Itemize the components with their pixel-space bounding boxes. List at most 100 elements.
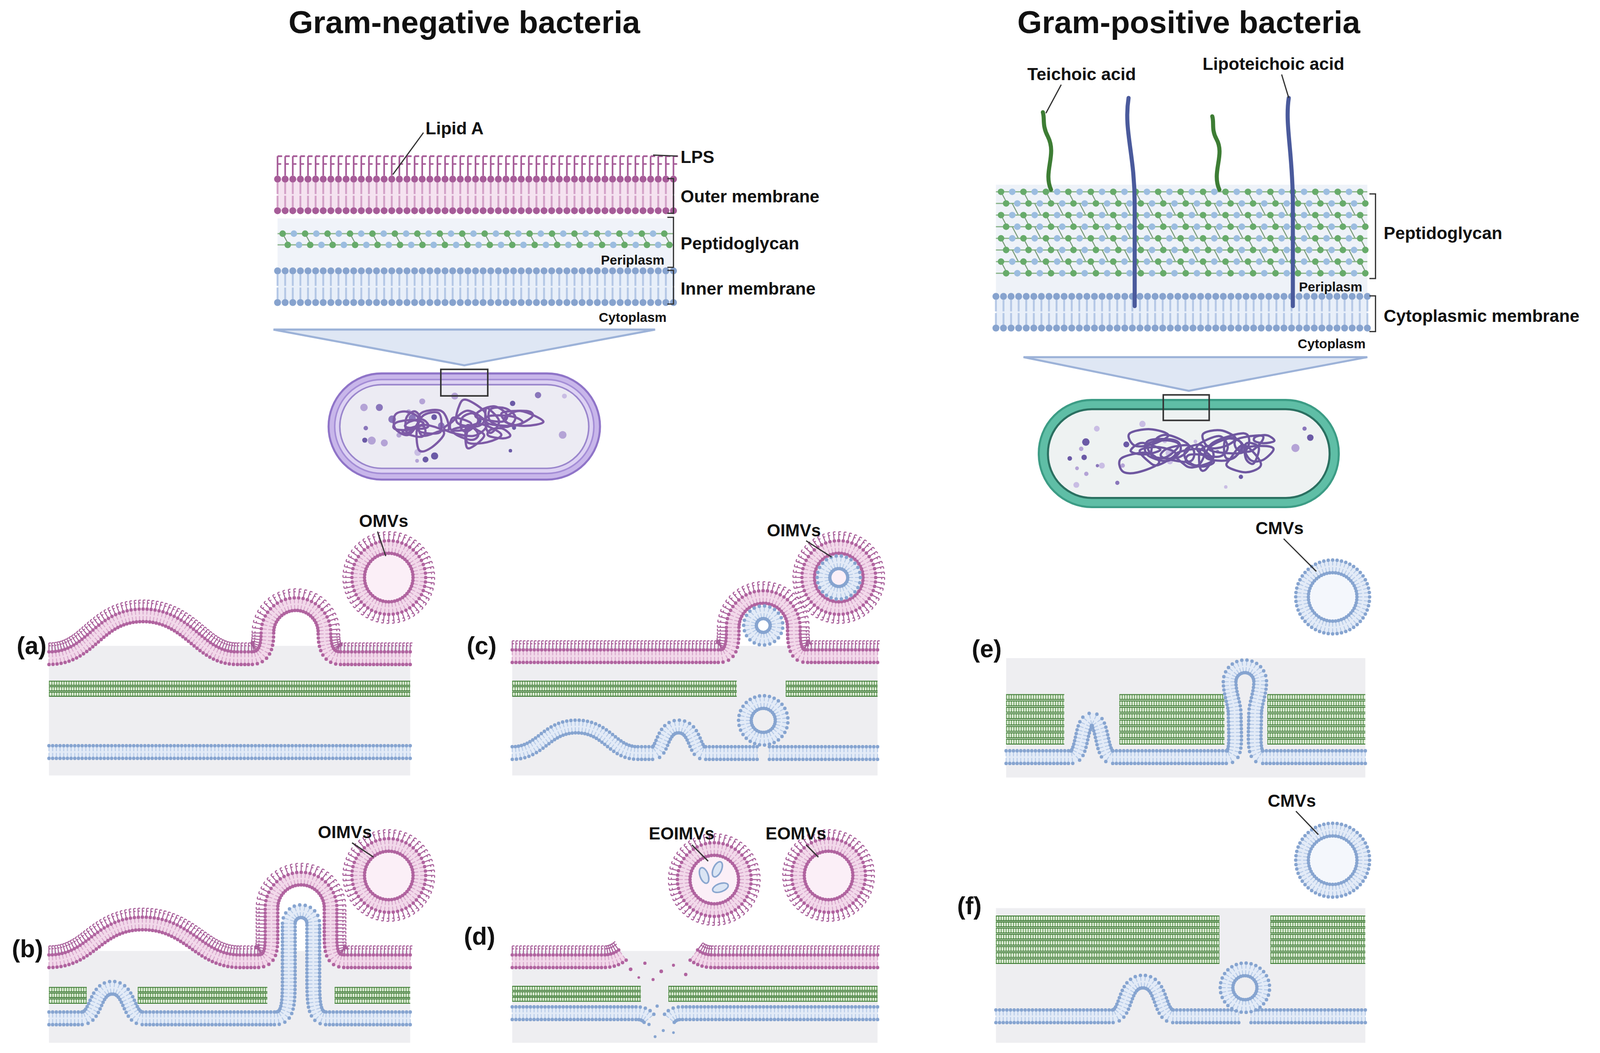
lipid-head bbox=[350, 207, 357, 214]
lipid-head bbox=[281, 175, 289, 183]
lipid-head bbox=[305, 756, 309, 761]
sugar-bead bbox=[436, 230, 444, 238]
lipid-head bbox=[1083, 324, 1091, 332]
sugar-bead bbox=[1076, 258, 1083, 266]
sugar-bead bbox=[1238, 269, 1246, 277]
sugar-bead bbox=[1177, 211, 1185, 219]
sugar-bead bbox=[638, 230, 646, 238]
lipid-head bbox=[342, 175, 350, 183]
lipid-head bbox=[84, 744, 88, 748]
lps-molecule bbox=[543, 156, 549, 176]
lipid-tail bbox=[294, 599, 295, 604]
lipid-head bbox=[125, 608, 129, 613]
lipid-head bbox=[235, 756, 239, 761]
lipid-head bbox=[110, 744, 114, 748]
sugar-bead bbox=[486, 241, 494, 249]
sugar-beads bbox=[284, 241, 673, 249]
lipid-head bbox=[624, 267, 632, 274]
lps-molecule bbox=[167, 604, 172, 612]
lipid-head bbox=[395, 175, 403, 183]
sugar-bead bbox=[1350, 246, 1358, 254]
lipid-head bbox=[72, 744, 77, 748]
lipid-head bbox=[388, 267, 395, 274]
granule bbox=[534, 391, 542, 398]
lipid-head bbox=[375, 650, 380, 654]
sugar-bead bbox=[1092, 200, 1100, 207]
lipid-tail bbox=[290, 605, 292, 609]
lipid-head bbox=[227, 662, 232, 666]
lipid-tail bbox=[325, 629, 329, 631]
sugar-bead bbox=[1087, 188, 1095, 196]
granule bbox=[1238, 474, 1244, 480]
lipid-head bbox=[134, 620, 139, 624]
sugar-bead bbox=[1272, 269, 1280, 277]
lipid-head bbox=[586, 299, 594, 306]
lipid-head bbox=[201, 756, 206, 761]
lipid-head bbox=[594, 267, 601, 274]
lipid-head bbox=[313, 601, 318, 606]
lipid-head bbox=[84, 756, 88, 761]
lipid-head bbox=[364, 650, 368, 654]
lps-molecule bbox=[376, 156, 381, 176]
lipid-head bbox=[191, 756, 195, 761]
lipid-head bbox=[338, 650, 343, 654]
lipid-head bbox=[1189, 324, 1197, 332]
sugar-bead bbox=[1159, 200, 1167, 207]
lipid-head bbox=[59, 648, 64, 652]
lipid-head bbox=[88, 647, 92, 651]
lipid-head bbox=[395, 611, 400, 616]
sugar-bead bbox=[1261, 200, 1268, 207]
lipid-head bbox=[382, 756, 387, 761]
lipid-head bbox=[356, 756, 361, 761]
lipid-head bbox=[393, 744, 398, 748]
sugar-bead bbox=[1238, 246, 1246, 254]
lps-molecule bbox=[277, 156, 283, 176]
lipid-head bbox=[382, 612, 387, 617]
sugar-bead bbox=[1143, 211, 1151, 219]
lipid-head bbox=[397, 744, 402, 748]
lipid-head bbox=[365, 267, 373, 274]
lipid-tail bbox=[384, 542, 386, 547]
lipid-head bbox=[239, 662, 244, 667]
sugar-bead bbox=[1278, 188, 1286, 196]
lipid-head bbox=[323, 611, 327, 616]
sugar-bead bbox=[1126, 223, 1134, 231]
debris-dot bbox=[655, 1004, 659, 1008]
sugar-bead bbox=[1261, 269, 1268, 277]
lipid-head bbox=[205, 756, 210, 761]
sugar-bead bbox=[369, 230, 377, 238]
lipid-head bbox=[578, 299, 586, 306]
lipid-head bbox=[391, 612, 395, 617]
lipid-head bbox=[279, 744, 283, 748]
lipid-head bbox=[609, 207, 617, 214]
lipid-head bbox=[239, 744, 243, 748]
lipid-head bbox=[287, 596, 292, 600]
lps-molecule bbox=[368, 156, 374, 176]
sugar-bead bbox=[1182, 246, 1190, 254]
lipid-head bbox=[395, 539, 400, 544]
lipid-head bbox=[384, 599, 388, 604]
lipid-head bbox=[417, 596, 421, 601]
lipid-head bbox=[1015, 324, 1023, 332]
lipid-tail bbox=[385, 603, 386, 608]
lipid-head bbox=[441, 175, 449, 183]
lps-molecule bbox=[143, 599, 146, 608]
sugar-bead bbox=[1171, 200, 1178, 207]
lipid-head bbox=[1250, 292, 1258, 300]
sugar-bead bbox=[643, 241, 651, 249]
lipid-tail bbox=[414, 573, 419, 575]
lps-molecule bbox=[399, 156, 404, 176]
lipid-head bbox=[487, 175, 494, 183]
lipid-head bbox=[390, 650, 394, 654]
lipid-head bbox=[117, 756, 121, 761]
lipid-head bbox=[121, 609, 125, 614]
lipid-head bbox=[187, 744, 191, 748]
lipid-head bbox=[197, 632, 202, 636]
lipid-head bbox=[1265, 292, 1272, 300]
lipid-head bbox=[334, 744, 339, 748]
sugar-bead bbox=[1098, 235, 1106, 242]
sugar-bead bbox=[1013, 269, 1021, 277]
sugar-bead bbox=[1098, 211, 1106, 219]
sugar-bead bbox=[1227, 223, 1235, 231]
lipid-head bbox=[509, 267, 517, 274]
